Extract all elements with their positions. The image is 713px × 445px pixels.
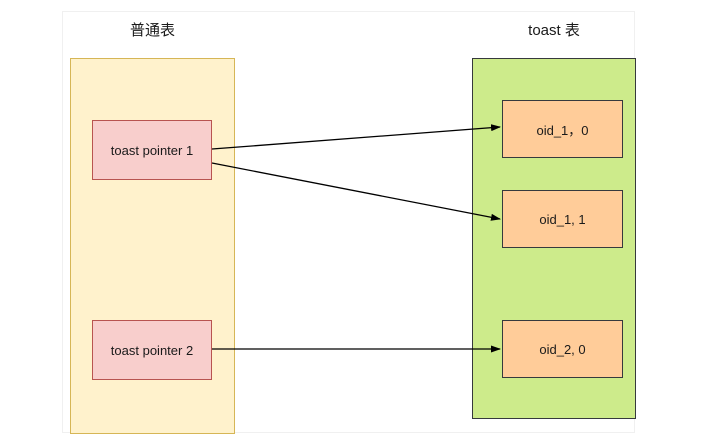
plain-table-title: 普通表 [129, 22, 175, 39]
node-toast-pointer-1[interactable]: toast pointer 1 [92, 120, 212, 180]
node-oid-1-chunk-1-label: oid_1, 1 [539, 211, 586, 227]
node-oid-2-chunk-0[interactable]: oid_2, 0 [502, 320, 623, 378]
node-toast-pointer-1-label: toast pointer 1 [110, 142, 194, 158]
node-oid-1-chunk-0[interactable]: oid_1，0 [502, 100, 623, 158]
toast-table-title: toast 表 [528, 22, 580, 39]
node-oid-1-chunk-0-label: oid_1，0 [536, 122, 589, 138]
node-oid-2-chunk-0-label: oid_2, 0 [539, 341, 586, 357]
node-toast-pointer-2[interactable]: toast pointer 2 [92, 320, 212, 380]
node-toast-pointer-2-label: toast pointer 2 [110, 342, 194, 358]
node-oid-1-chunk-1[interactable]: oid_1, 1 [502, 190, 623, 248]
